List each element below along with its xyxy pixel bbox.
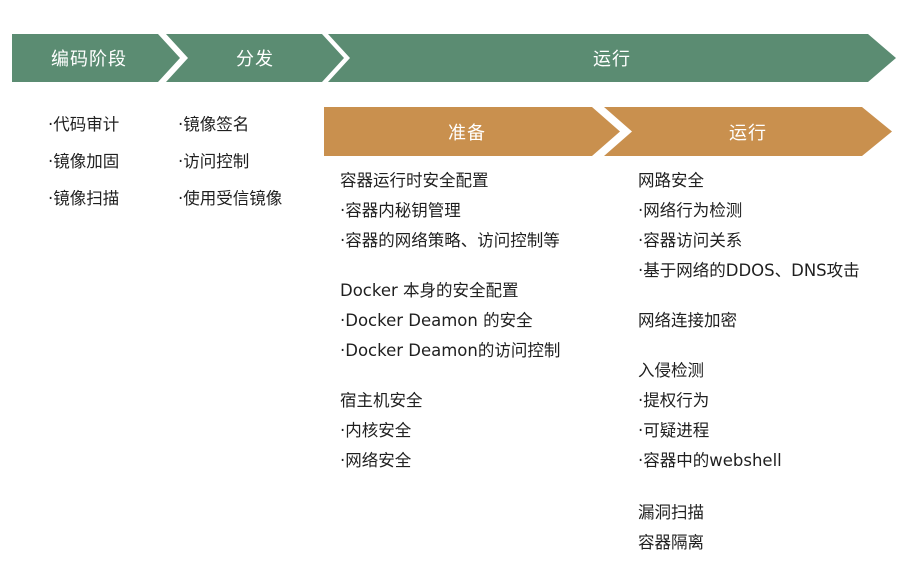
substage-arrow-prepare: 准备	[324, 107, 620, 156]
list-item: ·内核安全	[340, 421, 412, 440]
list-item: ·Docker Deamon的访问控制	[340, 341, 561, 360]
substage-label-prepare: 准备	[448, 122, 486, 144]
list-item: ·网络安全	[340, 451, 412, 470]
stage-arrow-run: 运行	[328, 34, 896, 82]
list-item: ·提权行为	[638, 391, 710, 410]
list-item: ·镜像加固	[48, 152, 120, 171]
stage-arrow-code: 编码阶段	[12, 34, 180, 82]
substage-label-run: 运行	[729, 122, 767, 144]
list-item: ·访问控制	[178, 152, 250, 171]
list-item: ·可疑进程	[638, 421, 710, 440]
stage-label-distribute: 分发	[236, 49, 274, 70]
stage-label-run: 运行	[593, 49, 631, 70]
group-title: 入侵检测	[638, 361, 704, 380]
group-title: 网络连接加密	[638, 311, 737, 330]
stage-arrow-distribute: 分发	[166, 34, 344, 82]
distribute-stage-list: ·镜像签名 ·访问控制 ·使用受信镜像	[178, 106, 282, 217]
run-substage-list: 网路安全 ·网络行为检测 ·容器访问关系 ·基于网络的DDOS、DNS攻击 网络…	[638, 166, 860, 558]
group-title: 容器隔离	[638, 533, 704, 552]
list-item: ·基于网络的DDOS、DNS攻击	[638, 261, 860, 280]
group-title: 容器运行时安全配置	[340, 171, 489, 190]
stage-label-code: 编码阶段	[51, 49, 127, 70]
list-item: ·使用受信镜像	[178, 189, 283, 208]
list-item: ·网络行为检测	[638, 201, 743, 220]
list-item: ·镜像签名	[178, 115, 250, 134]
list-item: ·代码审计	[48, 115, 120, 134]
prepare-substage-list: 容器运行时安全配置 ·容器内秘钥管理 ·容器的网络策略、访问控制等 Docker…	[340, 166, 560, 476]
list-item: ·镜像扫描	[48, 189, 120, 208]
list-item: ·容器的网络策略、访问控制等	[340, 231, 560, 250]
list-item: ·容器内秘钥管理	[340, 201, 461, 220]
group-title: 漏洞扫描	[638, 503, 704, 522]
list-item: ·容器中的webshell	[638, 451, 782, 470]
group-title: 网路安全	[638, 171, 704, 190]
group-title: 宿主机安全	[340, 391, 423, 410]
group-title: Docker 本身的安全配置	[340, 281, 519, 300]
list-item: ·Docker Deamon 的安全	[340, 311, 533, 330]
code-stage-list: ·代码审计 ·镜像加固 ·镜像扫描	[48, 106, 119, 217]
substage-arrow-run: 运行	[604, 107, 892, 156]
list-item: ·容器访问关系	[638, 231, 743, 250]
